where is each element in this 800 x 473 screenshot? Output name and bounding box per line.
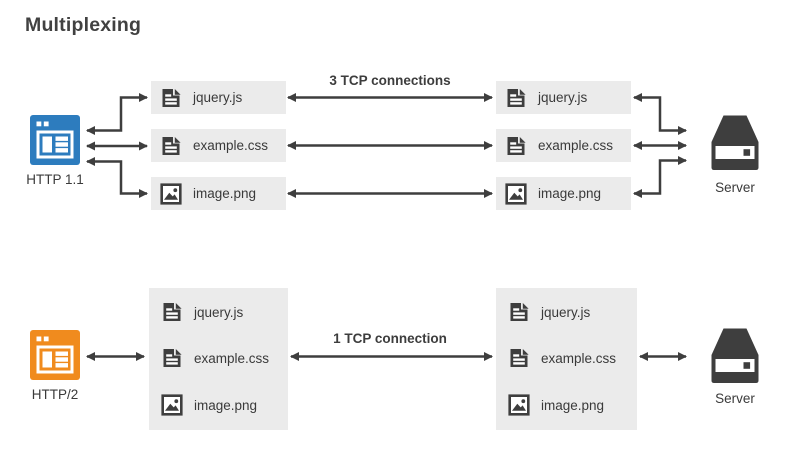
http2-client-label: HTTP/2 <box>31 387 79 402</box>
arrow-http11-jquery <box>86 93 148 135</box>
file-code-icon <box>505 135 527 157</box>
file-image-icon <box>160 183 182 205</box>
file-row: jquery.js <box>161 299 243 325</box>
server-icon <box>710 327 760 385</box>
file-row-label: example.css <box>541 350 617 366</box>
file-chip: example.css <box>151 129 286 162</box>
file-row: example.css <box>508 345 616 371</box>
file-row: image.png <box>508 392 604 418</box>
file-chip-label: example.css <box>193 138 269 153</box>
browser-icon <box>30 115 80 165</box>
file-chip: example.css <box>496 129 631 162</box>
file-image-icon <box>505 183 527 205</box>
file-chip-label: jquery.js <box>538 90 588 105</box>
file-row-label: jquery.js <box>194 304 244 320</box>
file-code-icon <box>161 301 183 323</box>
file-chip: jquery.js <box>496 81 631 114</box>
file-code-icon <box>508 301 530 323</box>
file-row-label: image.png <box>541 397 605 413</box>
tcp-connections-label: 3 TCP connections <box>329 73 451 88</box>
http2-left-file-group: jquery.js example.css image.png <box>149 288 288 430</box>
file-row: example.css <box>161 345 269 371</box>
file-code-icon <box>161 347 183 369</box>
file-chip-label: image.png <box>193 186 257 201</box>
file-code-icon <box>505 87 527 109</box>
file-code-icon <box>508 347 530 369</box>
file-chip: jquery.js <box>151 81 286 114</box>
http2-right-file-group: jquery.js example.css image.png <box>496 288 637 430</box>
tcp-connection-label: 1 TCP connection <box>333 331 447 346</box>
arrow-server-image <box>633 156 687 198</box>
http2-server-label: Server <box>715 391 755 406</box>
file-code-icon <box>160 135 182 157</box>
file-chip: image.png <box>496 177 631 210</box>
server-icon <box>710 114 760 172</box>
http11-client-label: HTTP 1.1 <box>26 172 84 187</box>
file-chip: image.png <box>151 177 286 210</box>
http11-server-label: Server <box>715 180 755 195</box>
file-chip-label: image.png <box>538 186 602 201</box>
file-image-icon <box>161 394 183 416</box>
file-chip-label: example.css <box>538 138 614 153</box>
file-row-label: example.css <box>194 350 270 366</box>
page-title: Multiplexing <box>25 14 142 36</box>
arrow-http11-image <box>86 157 148 198</box>
arrow-server-jquery <box>633 93 687 135</box>
browser-icon <box>30 330 80 380</box>
file-image-icon <box>508 394 530 416</box>
file-row-label: image.png <box>194 397 258 413</box>
file-row-label: jquery.js <box>541 304 591 320</box>
file-code-icon <box>160 87 182 109</box>
file-chip-label: jquery.js <box>193 90 243 105</box>
file-row: image.png <box>161 392 257 418</box>
file-row: jquery.js <box>508 299 590 325</box>
